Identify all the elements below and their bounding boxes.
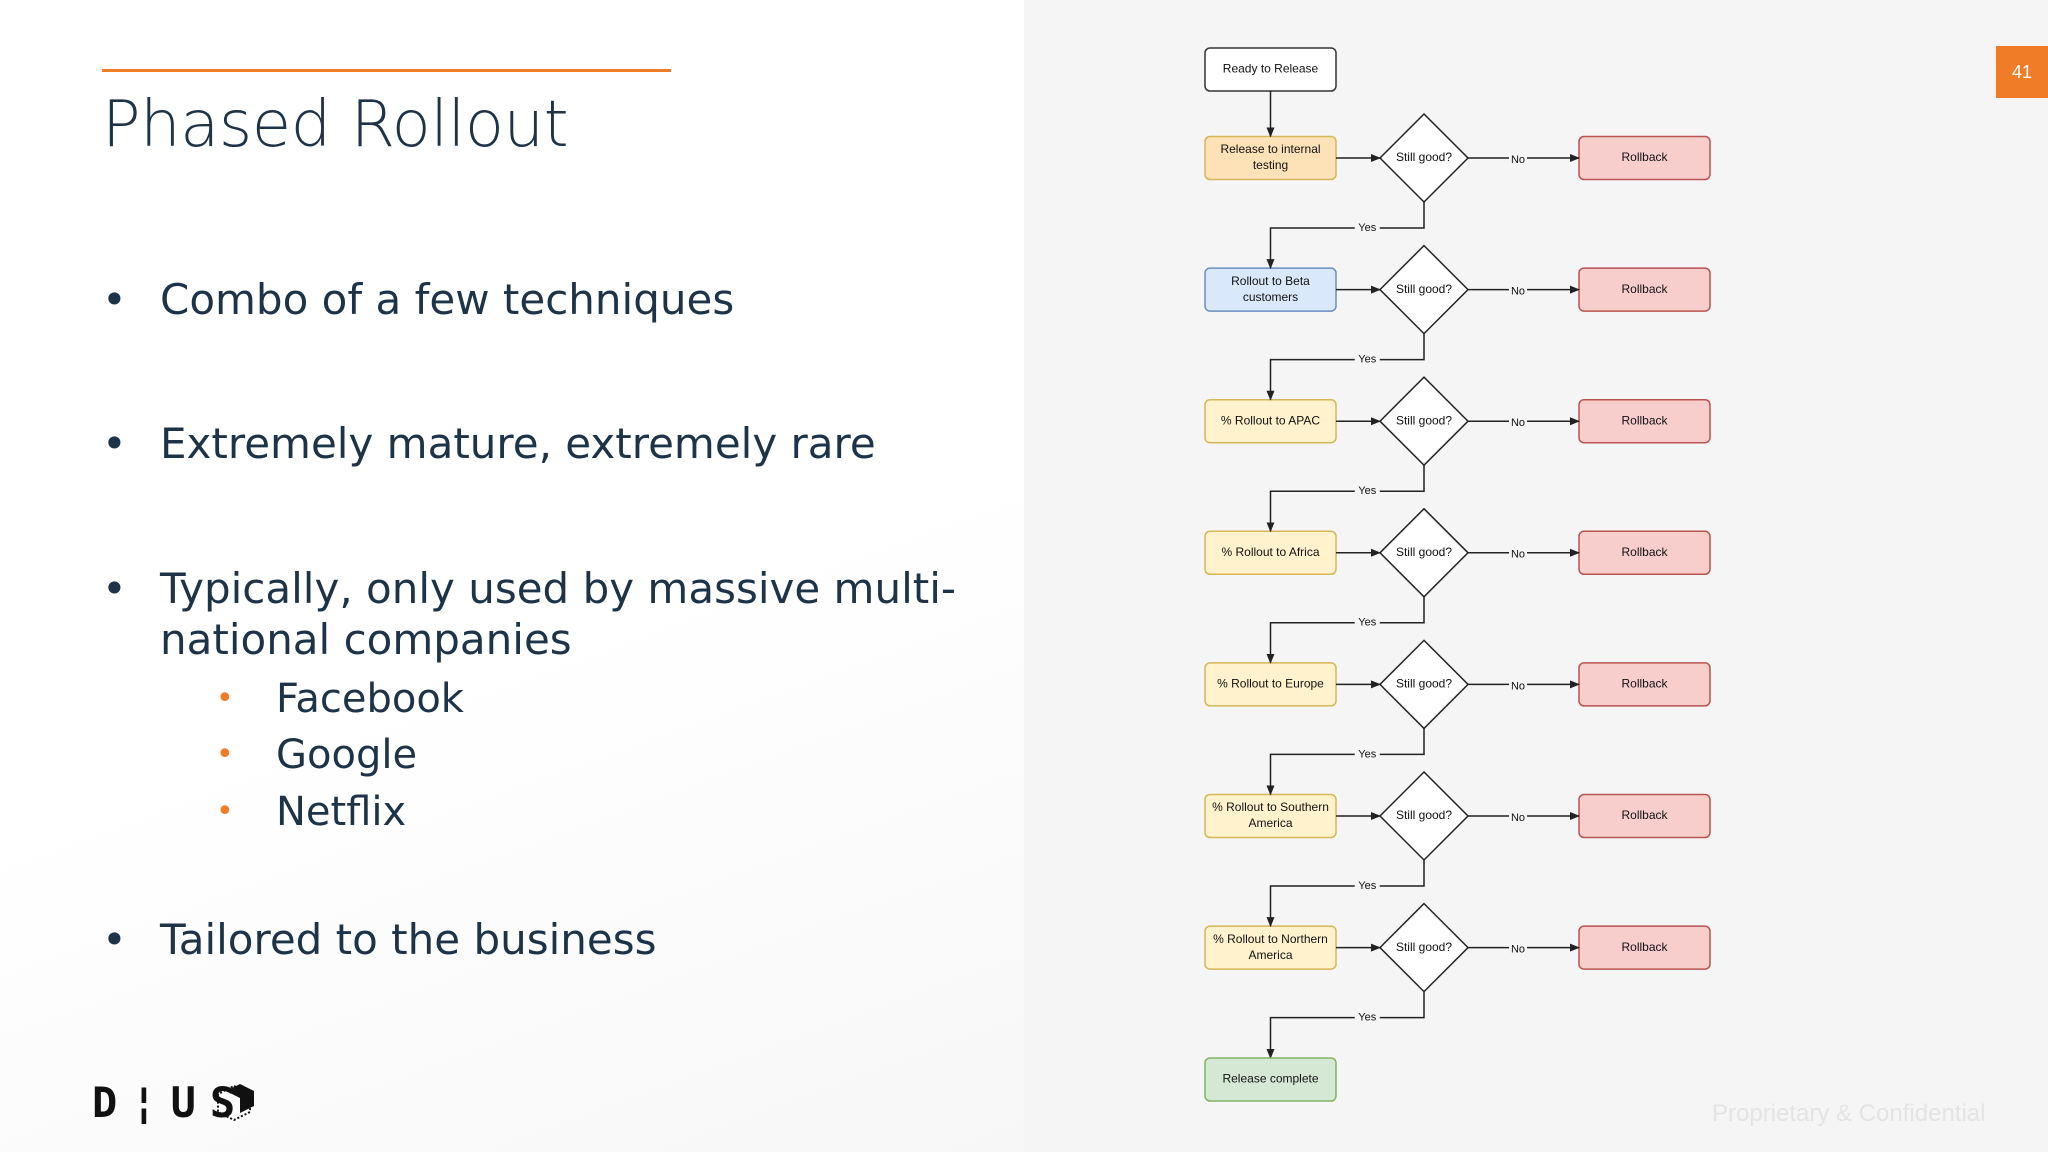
no-label: No — [1511, 154, 1525, 166]
stage-node-text: America — [1248, 948, 1292, 962]
rollback-node-text: Rollback — [1621, 545, 1668, 559]
right-panel — [1024, 0, 2048, 1152]
slide-title: Phased Rollout — [102, 88, 569, 162]
stage-node-text: Release to internal — [1220, 142, 1320, 156]
no-label: No — [1511, 417, 1525, 429]
yes-label-bg — [1354, 747, 1380, 762]
no-label-bg — [1509, 153, 1527, 167]
dius-logo: D¦US — [92, 1078, 262, 1130]
no-label: No — [1511, 549, 1525, 561]
footer-confidential: Proprietary & Confidential — [1712, 1100, 1986, 1127]
yes-label: Yes — [1358, 354, 1376, 366]
yes-label: Yes — [1358, 748, 1376, 760]
edge-yes — [1266, 333, 1425, 401]
sub-bullet-text: Google — [276, 732, 418, 778]
stage-node-text: testing — [1253, 158, 1288, 172]
no-label-bg — [1509, 942, 1527, 957]
rollback-node-text: Rollback — [1621, 940, 1668, 954]
title-accent-rule — [102, 69, 671, 72]
yes-label: Yes — [1358, 880, 1376, 892]
edge-yes — [1266, 991, 1425, 1059]
no-label-bg — [1509, 547, 1527, 562]
decision-text: Still good? — [1396, 808, 1452, 822]
bullet-text-line-2: national companies — [160, 615, 572, 664]
page-number: 41 — [1996, 46, 2048, 98]
sub-bullet-text: Netflix — [276, 789, 407, 835]
yes-label: Yes — [1358, 617, 1376, 629]
edge-yes — [1266, 596, 1425, 664]
decision-text: Still good? — [1396, 545, 1452, 559]
sub-bullet-text: Facebook — [276, 676, 464, 722]
stage-node-text: % Rollout to Southern — [1212, 800, 1329, 814]
yes-label-bg — [1354, 484, 1380, 499]
rollback-node-text: Rollback — [1621, 150, 1668, 164]
end-node-text: Release complete — [1222, 1072, 1318, 1086]
bullet-dot: • — [102, 419, 127, 468]
stage-node-text: % Rollout to Northern — [1213, 932, 1328, 946]
no-label: No — [1511, 286, 1525, 298]
no-label-bg — [1509, 284, 1527, 299]
no-label-bg — [1509, 416, 1527, 431]
start-node-text: Ready to Release — [1223, 62, 1319, 76]
bullet-text: Extremely mature, extremely rare — [160, 419, 876, 468]
stage-node-text: % Rollout to APAC — [1221, 413, 1320, 427]
bullet-dot: • — [102, 564, 127, 613]
stage-node-text: % Rollout to Europe — [1217, 677, 1324, 691]
bullet-dot: • — [102, 275, 127, 324]
bullet-text: Combo of a few techniques — [160, 275, 735, 324]
logo-cube-icon — [217, 1084, 254, 1122]
stage-node-text: % Rollout to Africa — [1221, 545, 1319, 559]
stage-node-text: Rollout to Beta — [1231, 274, 1310, 288]
no-label: No — [1511, 680, 1525, 692]
edge-yes — [1266, 202, 1425, 270]
left-panel — [0, 0, 1024, 1152]
yes-label: Yes — [1358, 485, 1376, 497]
decision-text: Still good? — [1396, 940, 1452, 954]
sub-bullet-dot: • — [216, 681, 234, 716]
bullet-text-line-1: Typically, only used by massive multi- — [160, 564, 957, 613]
stage-node-text: America — [1248, 816, 1292, 830]
rollback-node-text: Rollback — [1621, 677, 1668, 691]
decision-text: Still good? — [1396, 413, 1452, 427]
decision-text: Still good? — [1396, 282, 1452, 296]
stage-node-text: customers — [1243, 290, 1298, 304]
bullet-dot: • — [102, 915, 127, 964]
yes-label: Yes — [1358, 222, 1376, 234]
edge-yes — [1266, 728, 1425, 796]
yes-label: Yes — [1358, 1012, 1376, 1024]
sub-bullet-dot: • — [216, 794, 234, 829]
yes-label-bg — [1354, 352, 1380, 367]
rollback-node-text: Rollback — [1621, 282, 1668, 296]
yes-label-bg — [1354, 879, 1380, 893]
no-label-bg — [1509, 811, 1527, 825]
no-label: No — [1511, 812, 1525, 824]
yes-label-bg — [1354, 1010, 1380, 1025]
no-label-bg — [1509, 679, 1527, 694]
edge-yes — [1266, 860, 1425, 928]
rollback-node-text: Rollback — [1621, 413, 1668, 427]
no-label: No — [1511, 944, 1525, 956]
decision-text: Still good? — [1396, 677, 1452, 691]
logo-wordmark: D¦US — [92, 1078, 250, 1127]
rollback-node-text: Rollback — [1621, 808, 1668, 822]
bullet-text: Tailored to the business — [160, 915, 657, 964]
yes-label-bg — [1354, 221, 1380, 235]
yes-label-bg — [1354, 615, 1380, 630]
sub-bullet-dot: • — [216, 737, 234, 772]
decision-text: Still good? — [1396, 150, 1452, 164]
end-node — [1204, 1057, 1337, 1102]
edge-yes — [1266, 465, 1425, 533]
